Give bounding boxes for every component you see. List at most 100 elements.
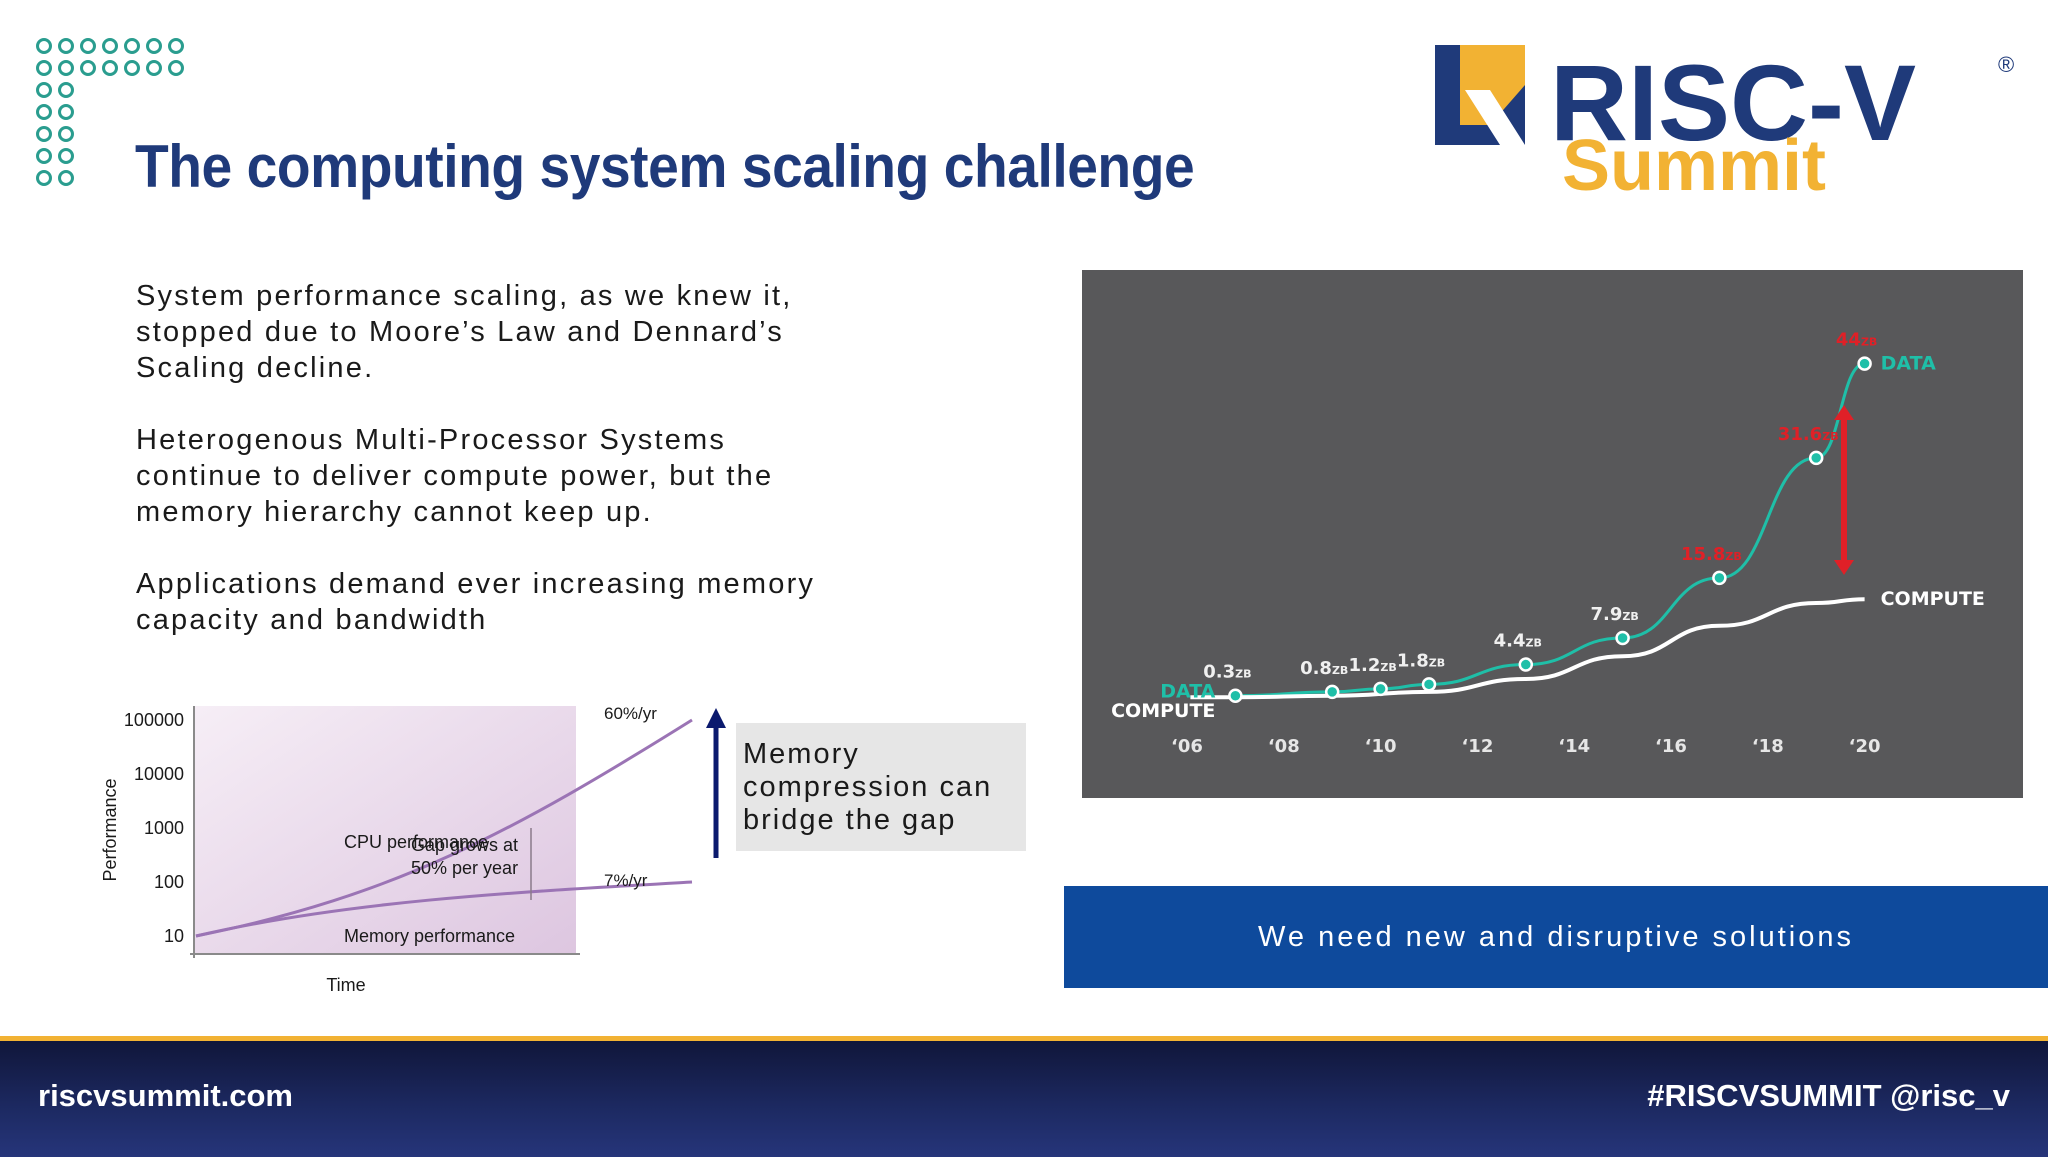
note-box xyxy=(736,723,1026,851)
gap-annotation-line-2: 50% per year xyxy=(411,858,518,878)
compute-series-end-label: COMPUTE xyxy=(1881,588,1985,610)
data-point xyxy=(1857,356,1872,371)
decor-dot xyxy=(124,38,140,54)
slide-title: The computing system scaling challenge xyxy=(135,133,1195,200)
decor-dot xyxy=(168,38,184,54)
data-point xyxy=(1615,630,1630,646)
data-point xyxy=(1421,677,1437,692)
chart-background xyxy=(1082,270,2023,798)
paragraph-line: continue to deliver compute power, but t… xyxy=(136,460,774,492)
decor-dot xyxy=(58,170,74,186)
note-line: bridge the gap xyxy=(743,804,957,836)
banner-text: We need new and disruptive solutions xyxy=(1258,920,1854,953)
x-tick-label: ‘18 xyxy=(1752,736,1784,757)
growth-arrow-head xyxy=(706,708,726,728)
data-point-label: 0.3ZB xyxy=(1203,662,1251,683)
decor-dot xyxy=(58,126,74,142)
decor-dot xyxy=(36,104,52,120)
data-point-label: 1.8ZB xyxy=(1397,650,1445,671)
y-tick-label: 10000 xyxy=(134,764,184,784)
decor-dot xyxy=(36,170,52,186)
data-point-label: 44ZB xyxy=(1836,330,1877,351)
y-tick-label: 100 xyxy=(154,872,184,892)
gap-annotation-line-1: Gap grows at xyxy=(411,835,518,855)
decor-dot xyxy=(36,126,52,142)
decor-dot xyxy=(146,60,162,76)
decor-dot xyxy=(36,60,52,76)
gap-arrow-head-up xyxy=(1834,405,1854,420)
data-point-label: 4.4ZB xyxy=(1494,631,1542,652)
decor-dot xyxy=(146,38,162,54)
y-tick-label: 100000 xyxy=(124,710,184,730)
data-point-label: 7.9ZB xyxy=(1590,604,1638,625)
y-tick-label: 10 xyxy=(164,926,184,946)
decor-dot xyxy=(80,38,96,54)
footer-website: riscvsummit.com xyxy=(38,1078,293,1113)
y-tick-label: 1000 xyxy=(144,818,184,838)
gap-arrow-head-down xyxy=(1834,560,1854,575)
x-tick-label: ‘14 xyxy=(1558,736,1590,757)
x-tick-label: ‘12 xyxy=(1461,736,1493,757)
data-point xyxy=(1808,450,1824,466)
decor-dot xyxy=(58,60,74,76)
x-tick-label: ‘06 xyxy=(1171,736,1203,757)
footer-hashtags: #RISCVSUMMIT @risc_v xyxy=(1647,1078,2010,1113)
note-line: compression can xyxy=(743,771,993,803)
logo-summit-text: Summit xyxy=(1562,126,1826,200)
plot-area xyxy=(194,706,576,954)
decor-dot xyxy=(168,60,184,76)
data-point-label: 0.8ZB xyxy=(1300,658,1348,679)
memory-performance-label: Memory performance xyxy=(344,926,515,946)
cpu-performance-line xyxy=(195,718,693,938)
decor-dot xyxy=(102,38,118,54)
compute-series-start-label: COMPUTE xyxy=(1111,700,1215,722)
note-line: Memory xyxy=(743,738,860,770)
risc-v-logo-mark xyxy=(1435,45,1525,145)
decor-dot xyxy=(36,82,52,98)
x-tick-label: ‘08 xyxy=(1268,736,1300,757)
x-tick-label: ‘16 xyxy=(1655,736,1687,757)
x-tick-label: ‘20 xyxy=(1849,736,1881,757)
paragraph-line: stopped due to Moore’s Law and Dennard’s xyxy=(136,316,784,348)
decor-dot xyxy=(80,60,96,76)
paragraph-scaling: System performance scaling, as we knew i… xyxy=(136,278,896,386)
decor-dot xyxy=(36,38,52,54)
data-point xyxy=(1228,688,1243,703)
decor-dot xyxy=(58,148,74,164)
data-point xyxy=(1373,681,1388,697)
y-axis-label: Performance xyxy=(100,778,120,881)
note-text: Memory compression can bridge the gap xyxy=(743,738,1023,837)
paragraph-heterogeneous: Heterogenous Multi-Processor Systems con… xyxy=(136,422,896,530)
x-tick-label: ‘10 xyxy=(1365,736,1397,757)
data-point xyxy=(1712,570,1727,586)
decor-dot xyxy=(58,38,74,54)
cpu-performance-label: CPU performance xyxy=(344,832,488,852)
decor-dot xyxy=(102,60,118,76)
paragraph-line: Scaling decline. xyxy=(136,352,375,384)
logo-risc-v-text: RISC-V xyxy=(1550,42,1916,163)
data-point xyxy=(1518,657,1534,672)
paragraph-line: memory hierarchy cannot keep up. xyxy=(136,496,653,528)
data-point-label: 31.6ZB xyxy=(1778,424,1839,445)
x-axis-label: Time xyxy=(326,975,365,995)
cpu-growth-rate-label: 60%/yr xyxy=(604,704,657,723)
data-point-label: 1.2ZB xyxy=(1348,655,1396,676)
data-point-label: 15.8ZB xyxy=(1681,544,1742,565)
memory-growth-rate-label: 7%/yr xyxy=(604,871,648,890)
cpu-memory-gap-chart: 10 100 1000 10000 100000 CPU performanceMemo… xyxy=(100,704,726,995)
paragraph-line: capacity and bandwidth xyxy=(136,604,488,636)
paragraph-applications: Applications demand ever increasing memo… xyxy=(136,566,896,638)
data-series-start-label: DATA xyxy=(1160,681,1215,703)
risc-v-summit-logo: RISC-V ® Summit xyxy=(1435,42,2014,200)
conclusion-banner: We need new and disruptive solutions xyxy=(1064,886,2048,988)
dot-grid-decoration xyxy=(36,38,184,186)
paragraph-line: System performance scaling, as we knew i… xyxy=(136,280,793,312)
data-series-line xyxy=(1235,362,1866,698)
decor-dot xyxy=(36,148,52,164)
decor-dot xyxy=(58,104,74,120)
compute-series-line xyxy=(1190,597,1865,700)
logo-registered-mark: ® xyxy=(1998,52,2014,77)
footer-bar xyxy=(0,1036,2048,1157)
paragraph-line: Applications demand ever increasing memo… xyxy=(136,568,816,600)
